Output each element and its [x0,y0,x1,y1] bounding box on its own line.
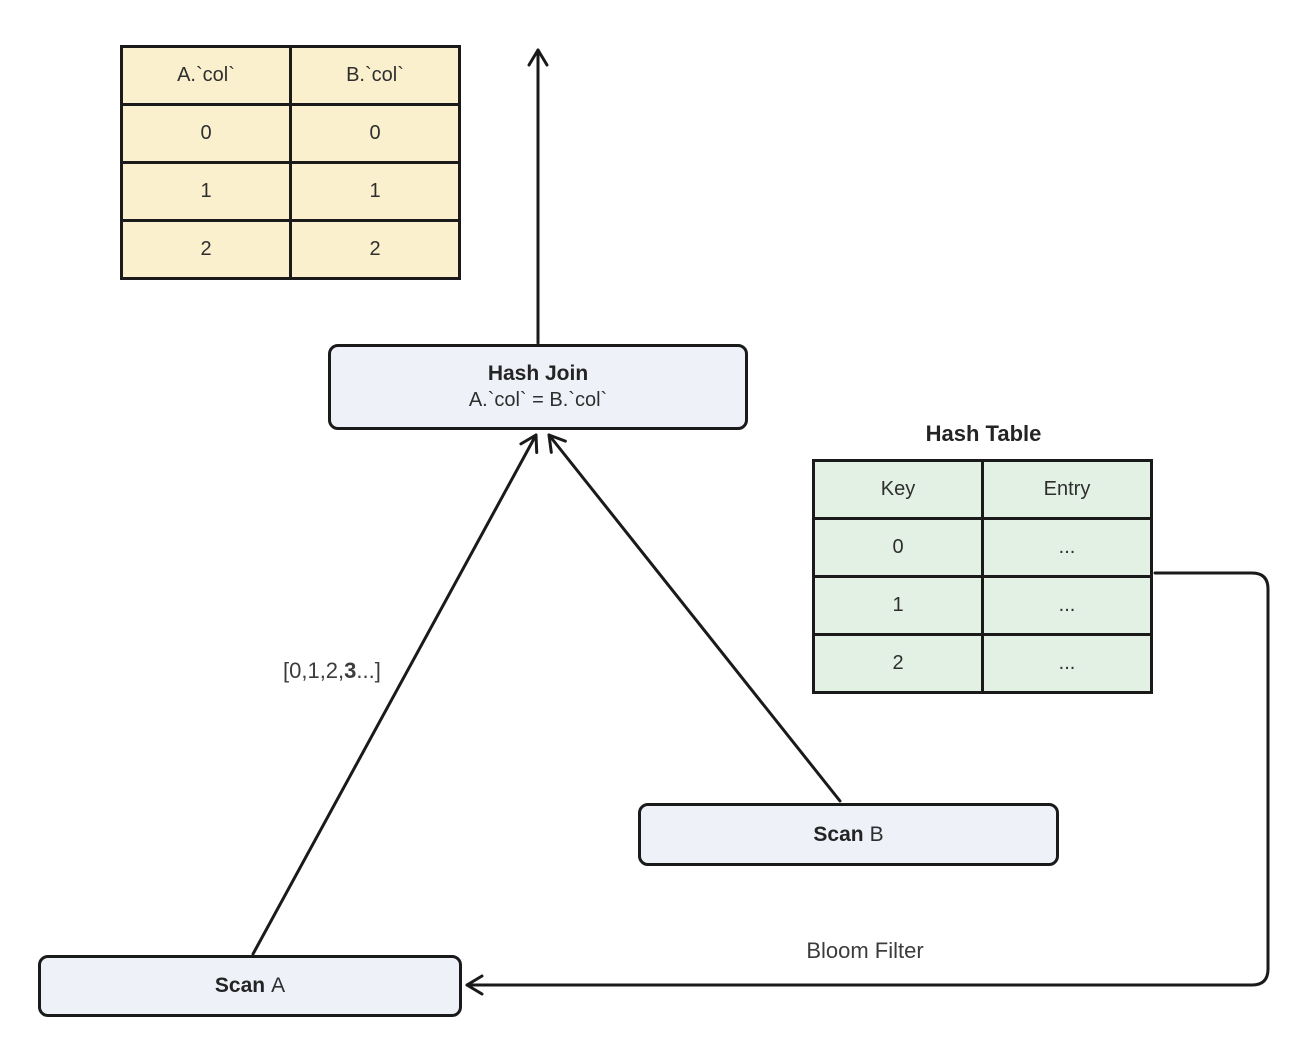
table-cell: 2 [812,633,984,694]
table-cell: 1 [120,161,292,222]
join-condition: A.`col` = B.`col` [468,388,608,411]
table-header-row: A.`col` B.`col` [120,45,461,106]
table-row: 0 0 [120,103,461,164]
column-header: A.`col` [120,45,292,106]
scan-a-label-bold: Scan [214,974,266,997]
table-row: 0 ... [812,517,1153,578]
table-cell: 1 [812,575,984,636]
column-header: Key [812,459,984,520]
hash-join-node: Hash Join A.`col` = B.`col` [328,344,748,430]
table-cell: 0 [812,517,984,578]
edge-label-suffix: ...] [356,658,381,683]
edge-scan-a-to-hash-join [251,433,539,956]
column-header: Entry [981,459,1153,520]
table-header-row: Key Entry [812,459,1153,520]
scan-b-label-bold: Scan [813,822,864,846]
table-cell: ... [981,575,1153,636]
table-cell: 2 [289,219,461,280]
edge-label-prefix: [0,1,2, [283,658,345,683]
column-header: B.`col` [289,45,461,106]
table-cell: ... [981,633,1153,694]
edge-bloom-filter [465,571,1270,996]
table-cell: 0 [289,103,461,164]
table-cell: 0 [120,103,292,164]
table-row: 1 1 [120,161,461,222]
table-cell: 1 [289,161,461,222]
hash-table-title: Hash Table [925,421,1042,446]
table-row: 1 ... [812,575,1153,636]
edge-scan-b-to-hash-join [547,433,842,803]
node-title: Hash Join [487,362,589,386]
hash-table: Key Entry 0 ... 1 ... 2 ... [812,459,1153,694]
table-row: 2 2 [120,219,461,280]
table-row: 2 ... [812,633,1153,694]
scan-a-edge-label: [0,1,2,3...] [283,658,381,684]
bloom-filter-label: Bloom Filter [806,938,924,963]
edge-label-bold: 3 [344,658,357,683]
result-table: A.`col` B.`col` 0 0 1 1 2 2 [120,45,461,280]
table-cell: ... [981,517,1153,578]
scan-a-label-rest: A [271,974,286,997]
scan-b-label-rest: B [869,822,884,846]
table-cell: 2 [120,219,292,280]
